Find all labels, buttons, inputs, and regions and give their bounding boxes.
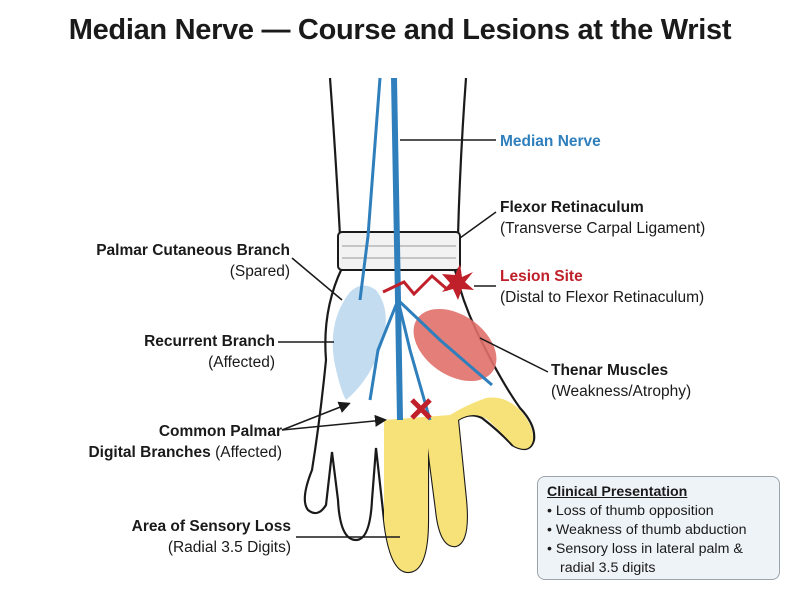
clinical-item: Weakness of thumb abduction (547, 521, 770, 540)
median-nerve-label: Median Nerve (500, 133, 601, 150)
thenar-muscles-label: Thenar Muscles (Weakness/Atrophy) (551, 362, 692, 400)
clinical-item: Loss of thumb opposition (547, 502, 770, 521)
recurrent-branch-label: Recurrent Branch (Affected) (144, 333, 275, 371)
lesion-burst-icon (442, 264, 474, 300)
digital-branches-label: Common Palmar Digital Branches (Affected… (88, 423, 282, 461)
clinical-presentation-box: Clinical Presentation Loss of thumb oppo… (537, 476, 780, 580)
lesion-zigzag (382, 273, 449, 297)
palmar-cutaneous-label: Palmar Cutaneous Branch (Spared) (96, 242, 290, 280)
diagram-title: Median Nerve — Course and Lesions at the… (68, 14, 732, 46)
spared-palmar-area (332, 285, 386, 400)
clinical-presentation-title: Clinical Presentation (547, 484, 688, 500)
sensory-loss-area (384, 397, 534, 572)
flexor-retinaculum-label: Flexor Retinaculum (Transverse Carpal Li… (500, 199, 706, 237)
lesion-cross-icon (410, 398, 432, 420)
thenar-muscles (413, 308, 497, 382)
lesion-site-label: Lesion Site (Distal to Flexor Retinaculu… (500, 268, 705, 306)
clinical-item: Sensory loss in lateral palm & radial 3.… (547, 540, 770, 578)
sensory-loss-label: Area of Sensory Loss (Radial 3.5 Digits) (131, 518, 291, 556)
